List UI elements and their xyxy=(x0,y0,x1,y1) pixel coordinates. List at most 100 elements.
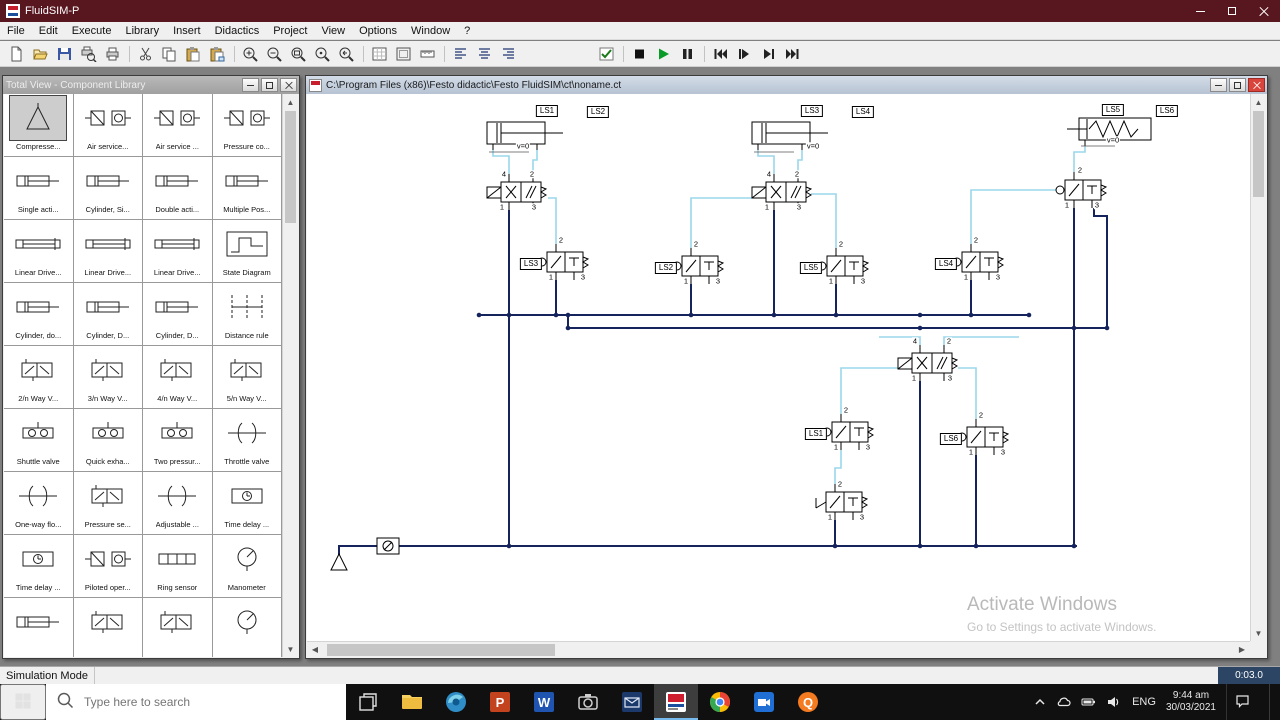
scroll-up-icon[interactable]: ▲ xyxy=(1251,94,1266,110)
scrollbar-thumb[interactable] xyxy=(285,111,296,223)
align-middle-icon[interactable] xyxy=(472,43,496,65)
zoom-window-icon[interactable] xyxy=(286,43,310,65)
library-item[interactable] xyxy=(73,598,143,657)
menu-item[interactable]: Insert xyxy=(173,24,201,37)
taskbar-app[interactable] xyxy=(742,684,786,720)
library-item[interactable]: Time delay ... xyxy=(212,472,282,535)
library-item[interactable]: Shuttle valve xyxy=(4,409,74,472)
print-preview-icon[interactable] xyxy=(76,43,100,65)
library-item[interactable]: Pressure se... xyxy=(73,472,143,535)
library-scrollbar[interactable]: ▲ ▼ xyxy=(282,94,298,657)
library-item[interactable]: Linear Drive... xyxy=(73,220,143,283)
library-item[interactable]: Single acti... xyxy=(4,157,74,220)
library-item[interactable]: Throttle valve xyxy=(212,409,282,472)
battery-icon[interactable] xyxy=(1081,695,1097,709)
chevron-up-icon[interactable] xyxy=(1033,695,1047,709)
paste-icon[interactable] xyxy=(181,43,205,65)
scrollbar-thumb[interactable] xyxy=(1253,111,1264,197)
library-minimize-button[interactable] xyxy=(242,78,259,92)
circuit-title-bar[interactable]: C:\Program Files (x86)\Festo didactic\Fe… xyxy=(306,76,1267,94)
copy-icon[interactable] xyxy=(157,43,181,65)
library-item[interactable]: Air service... xyxy=(73,94,143,157)
print-icon[interactable] xyxy=(100,43,124,65)
zoom-previous-icon[interactable] xyxy=(334,43,358,65)
library-item[interactable]: One-way flo... xyxy=(4,472,74,535)
show-desktop-button[interactable] xyxy=(1269,684,1274,720)
library-item[interactable]: Cylinder, Si... xyxy=(73,157,143,220)
frame-icon[interactable] xyxy=(391,43,415,65)
valve-5-2-left[interactable] xyxy=(486,173,547,211)
menu-item[interactable]: File xyxy=(7,24,25,37)
library-item[interactable]: Double acti... xyxy=(143,157,213,220)
fast-forward-icon[interactable] xyxy=(780,43,804,65)
taskbar-search[interactable] xyxy=(46,684,346,720)
library-close-button[interactable] xyxy=(280,78,297,92)
stop-icon[interactable] xyxy=(623,43,651,65)
to-start-icon[interactable] xyxy=(704,43,732,65)
notification-center-button[interactable] xyxy=(1226,684,1259,720)
new-icon[interactable] xyxy=(4,43,28,65)
cut-icon[interactable] xyxy=(129,43,157,65)
circuit-maximize-button[interactable] xyxy=(1229,78,1246,92)
start-button[interactable] xyxy=(0,684,46,720)
paste-link-icon[interactable] xyxy=(205,43,229,65)
scroll-left-icon[interactable]: ◀ xyxy=(311,645,319,654)
menu-item[interactable]: Execute xyxy=(71,24,112,37)
library-item[interactable]: Linear Drive... xyxy=(143,220,213,283)
taskbar-app[interactable]: P xyxy=(478,684,522,720)
search-input[interactable] xyxy=(82,694,312,710)
library-item[interactable]: Ring sensor xyxy=(143,535,213,598)
menu-item[interactable]: Project xyxy=(273,24,308,37)
circuit-vertical-scrollbar[interactable]: ▲ ▼ xyxy=(1250,94,1266,641)
menu-item[interactable]: Didactics xyxy=(214,24,260,37)
taskbar-app[interactable] xyxy=(346,684,390,720)
menu-item[interactable]: Library xyxy=(125,24,160,37)
library-maximize-button[interactable] xyxy=(261,78,278,92)
menu-item[interactable]: ? xyxy=(464,24,471,37)
library-item[interactable]: Cylinder, D... xyxy=(73,283,143,346)
taskbar-app[interactable]: W xyxy=(522,684,566,720)
taskbar-app[interactable]: Q xyxy=(786,684,830,720)
language-indicator[interactable]: ENG xyxy=(1132,696,1156,708)
library-item[interactable] xyxy=(212,598,282,657)
library-item[interactable]: Compresse... xyxy=(4,94,74,157)
library-item[interactable] xyxy=(4,598,74,657)
scrollbar-thumb[interactable] xyxy=(327,644,555,656)
taskbar-app[interactable] xyxy=(434,684,478,720)
library-item[interactable]: Piloted oper... xyxy=(73,535,143,598)
align-left-icon[interactable] xyxy=(444,43,472,65)
scroll-right-icon[interactable]: ▶ xyxy=(1238,645,1246,654)
library-item[interactable]: 2/n Way V... xyxy=(4,346,74,409)
zoom-fit-icon[interactable] xyxy=(310,43,334,65)
library-item[interactable]: Two pressur... xyxy=(143,409,213,472)
library-item[interactable]: 3/n Way V... xyxy=(73,346,143,409)
menu-item[interactable]: Edit xyxy=(38,24,58,37)
menu-item[interactable]: View xyxy=(321,24,346,37)
taskbar-clock[interactable]: 9:44 am 30/03/2021 xyxy=(1166,690,1216,715)
library-item[interactable]: 4/n Way V... xyxy=(143,346,213,409)
filter-regulator[interactable] xyxy=(376,537,400,555)
scroll-down-icon[interactable]: ▼ xyxy=(1251,625,1266,641)
library-title-bar[interactable]: Total View - Component Library xyxy=(3,76,299,94)
scroll-up-icon[interactable]: ▲ xyxy=(283,94,298,110)
valve-5-2-middle[interactable] xyxy=(751,173,812,211)
maximize-button[interactable] xyxy=(1216,0,1248,22)
library-item[interactable]: Manometer xyxy=(212,535,282,598)
step-forward-icon[interactable] xyxy=(732,43,756,65)
library-item[interactable]: 5/n Way V... xyxy=(212,346,282,409)
pause-icon[interactable] xyxy=(675,43,699,65)
open-icon[interactable] xyxy=(28,43,52,65)
taskbar-app[interactable] xyxy=(566,684,610,720)
ruler-icon[interactable] xyxy=(415,43,439,65)
play-icon[interactable] xyxy=(651,43,675,65)
library-item[interactable]: Distance rule xyxy=(212,283,282,346)
taskbar-app[interactable] xyxy=(654,684,698,720)
library-item[interactable]: Quick exha... xyxy=(73,409,143,472)
library-item[interactable]: Air service ... xyxy=(143,94,213,157)
circuit-horizontal-scrollbar[interactable]: ◀ ▶ xyxy=(307,641,1250,657)
library-item[interactable]: Multiple Pos... xyxy=(212,157,282,220)
library-item[interactable]: Pressure co... xyxy=(212,94,282,157)
volume-icon[interactable] xyxy=(1106,695,1122,709)
menu-item[interactable]: Window xyxy=(411,24,451,37)
grid-icon[interactable] xyxy=(363,43,391,65)
